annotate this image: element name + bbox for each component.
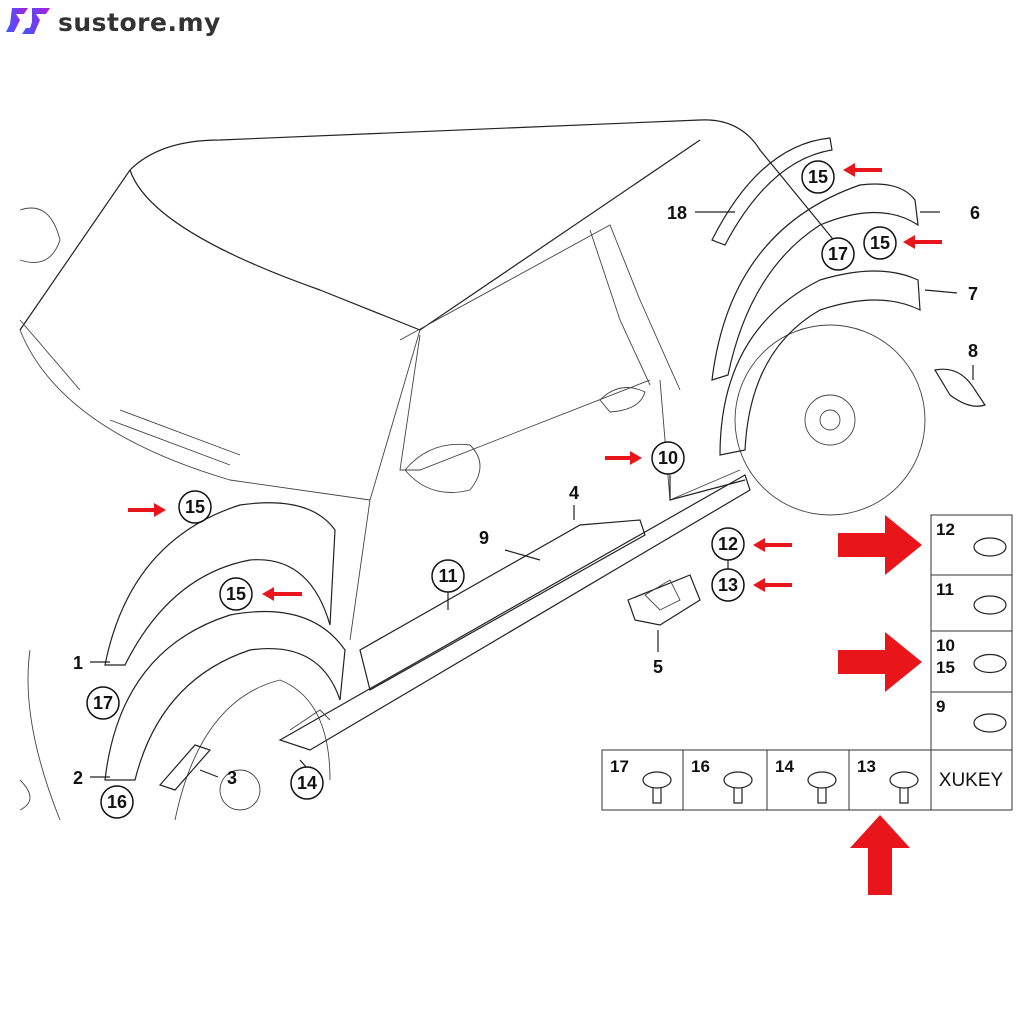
svg-text:10: 10: [936, 636, 955, 655]
red-arrowhead-icon: [753, 578, 765, 592]
callout-15: 15: [863, 226, 897, 260]
big-red-arrow-icon: [850, 815, 910, 895]
car-body-outline: [19, 119, 851, 821]
svg-text:15: 15: [226, 584, 246, 604]
callout-13: 13: [711, 568, 745, 602]
callout-15: 15: [219, 577, 253, 611]
expanding-rivet-icon: [973, 653, 1007, 674]
label-3: 3: [227, 768, 237, 788]
push-rivet-icon: [973, 713, 1007, 733]
callout-15: 15: [801, 160, 835, 194]
callout-17: 17: [821, 237, 855, 271]
label-6: 6: [970, 203, 980, 223]
svg-text:17: 17: [828, 244, 848, 264]
part-cell: 11: [930, 574, 1013, 632]
part-cell: 17: [601, 749, 684, 811]
label-5: 5: [653, 657, 663, 677]
big-red-arrow-icon: [838, 632, 922, 692]
wheel-arch-trims: [104, 137, 986, 791]
label-4: 4: [569, 483, 579, 503]
red-arrowhead-icon: [262, 587, 274, 601]
svg-text:13: 13: [857, 757, 876, 776]
label-18: 18: [667, 203, 687, 223]
part-cell: 13: [848, 749, 932, 811]
wheels: [174, 324, 926, 821]
red-arrowhead-icon: [753, 538, 765, 552]
part-cell: 14: [766, 749, 850, 811]
red-arrowhead-icon: [630, 451, 642, 465]
svg-text:14: 14: [297, 773, 317, 793]
svg-text:17: 17: [610, 757, 629, 776]
grommet-icon: [642, 771, 672, 804]
callout-15: 15: [178, 490, 212, 524]
svg-text:12: 12: [936, 520, 955, 539]
svg-text:13: 13: [718, 575, 738, 595]
svg-text:11: 11: [438, 566, 457, 586]
svg-text:10: 10: [658, 448, 678, 468]
label-2: 2: [73, 768, 83, 788]
callout-10: 10: [651, 441, 685, 475]
callout-11: 11: [431, 559, 465, 593]
brand-text: XUKEY: [939, 770, 1004, 791]
clip-icon: [973, 595, 1007, 615]
callout-14: 14: [290, 766, 324, 800]
clip-nut-icon: [973, 537, 1007, 557]
big-red-arrow-icon: [838, 515, 922, 575]
svg-text:9: 9: [936, 697, 945, 716]
logo: sustore.my: [4, 4, 221, 40]
svg-text:15: 15: [808, 167, 828, 187]
svg-text:15: 15: [936, 658, 955, 677]
screw-icon: [889, 771, 919, 804]
svg-text:16: 16: [691, 757, 710, 776]
label-7: 7: [968, 284, 978, 304]
part-cell: 16: [682, 749, 768, 811]
svg-text:15: 15: [870, 233, 890, 253]
callout-17: 17: [86, 686, 120, 720]
rivet-icon: [723, 771, 753, 804]
svg-text:16: 16: [107, 792, 127, 812]
svg-text:15: 15: [185, 497, 205, 517]
red-arrowhead-icon: [903, 235, 915, 249]
brand-cell: XUKEY: [930, 749, 1013, 811]
logo-mark-icon: [6, 8, 50, 34]
svg-text:17: 17: [93, 693, 113, 713]
side-sill: [278, 474, 751, 751]
part-cell: 12: [930, 514, 1013, 576]
svg-text:11: 11: [936, 580, 954, 599]
svg-text:14: 14: [775, 757, 794, 776]
red-arrowhead-icon: [843, 163, 855, 177]
callout-16: 16: [100, 785, 134, 819]
label-9: 9: [479, 528, 489, 548]
svg-text:12: 12: [718, 534, 738, 554]
label-8: 8: [968, 341, 978, 361]
label-1: 1: [73, 653, 83, 673]
leader-lines: [90, 211, 974, 778]
expanding-nut-icon: [807, 771, 837, 804]
logo-text: sustore.my: [58, 7, 221, 37]
callout-12: 12: [711, 527, 745, 561]
part-cell: 9: [930, 691, 1013, 751]
red-arrowhead-icon: [154, 503, 166, 517]
